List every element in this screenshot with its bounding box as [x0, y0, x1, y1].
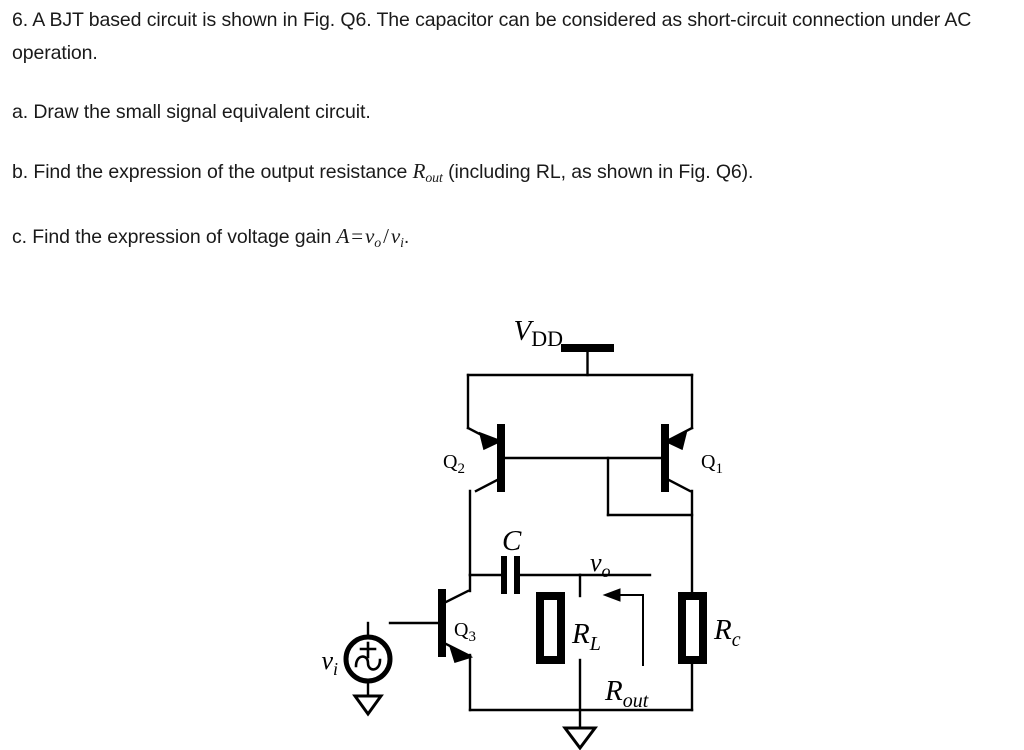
- part-b-text-after: (including RL, as shown in Fig. Q6).: [442, 161, 754, 183]
- part-c-vo-base: v: [365, 223, 375, 248]
- part-c-math-vo: vo: [365, 223, 382, 250]
- label-rout-base: R: [604, 675, 623, 707]
- label-q2-base: Q: [443, 451, 458, 473]
- label-rc-sub: c: [732, 629, 741, 651]
- label-rl-base: R: [571, 618, 590, 650]
- rout-annotation-arrow: [602, 588, 644, 666]
- circuit-diagram-figure: VDD Q2 Q1 Q3 C vo vi: [290, 288, 760, 750]
- transistor-q3: [388, 573, 474, 712]
- label-q1-base: Q: [701, 451, 716, 473]
- transistor-q2: [468, 424, 505, 577]
- label-q2: Q2: [443, 451, 465, 477]
- q1-collector-lead: [663, 476, 692, 493]
- label-vo-sub: o: [602, 561, 611, 581]
- label-vdd-sub: DD: [531, 326, 563, 351]
- part-c-math-A: A: [336, 223, 350, 248]
- label-rc: Rc: [713, 614, 741, 651]
- problem-part-b: b. Find the expression of the output res…: [12, 155, 1012, 194]
- part-c-vo-sub: o: [374, 234, 382, 250]
- label-rl-sub: L: [589, 633, 601, 655]
- label-q3-sub: 3: [468, 629, 476, 645]
- part-c-math-vi: vi: [390, 223, 404, 250]
- capacitor-c: [468, 556, 582, 594]
- label-rl: RL: [571, 618, 601, 655]
- circuit-svg: VDD Q2 Q1 Q3 C vo vi: [321, 315, 741, 750]
- label-vo-base: v: [590, 548, 602, 577]
- voltage-source-vi: [343, 621, 393, 717]
- q2-collector-lead: [474, 476, 503, 493]
- label-rc-base: R: [713, 614, 732, 646]
- label-vi: vi: [321, 646, 338, 679]
- current-mirror-base-connection: [499, 456, 694, 517]
- resistor-rc: [678, 592, 707, 712]
- label-vdd: VDD: [514, 315, 564, 351]
- label-q3: Q3: [454, 619, 476, 645]
- part-c-vi-base: v: [390, 223, 401, 248]
- label-q1: Q1: [701, 451, 723, 477]
- q3-collector-lead: [440, 589, 470, 606]
- label-capacitor-c: C: [502, 525, 522, 557]
- part-c-text-before: c. Find the expression of voltage gain: [12, 225, 337, 248]
- q2-emitter-arrow: [478, 431, 504, 451]
- problem-part-a: a. Draw the small signal equivalent circ…: [12, 101, 371, 123]
- bottom-ground-rail: [468, 708, 694, 730]
- part-b-text-before: b. Find the expression of the output res…: [12, 161, 413, 183]
- label-rout-sub: out: [623, 690, 649, 712]
- ground-main: [562, 726, 598, 750]
- problem-statement: 6. A BJT based circuit is shown in Fig. …: [12, 4, 1012, 259]
- rl-body: [536, 592, 565, 664]
- part-c-text-after: .: [403, 225, 410, 248]
- source-sine-glyph: [354, 655, 382, 671]
- label-q1-sub: 1: [715, 461, 723, 477]
- part-c-vi-sub: i: [400, 234, 404, 250]
- problem-intro-paragraph: 6. A BJT based circuit is shown in Fig. …: [12, 9, 972, 64]
- part-b-math-rout: Rout: [412, 159, 443, 185]
- part-b-math-sub: out: [425, 169, 443, 185]
- ground-main-triangle: [562, 726, 598, 750]
- label-vi-sub: i: [333, 659, 338, 679]
- label-vi-base: v: [321, 646, 333, 675]
- label-q3-base: Q: [454, 619, 469, 641]
- ground-source-triangle: [352, 694, 384, 717]
- rout-arrowhead: [602, 588, 621, 602]
- vo-node-wire: [578, 573, 652, 598]
- part-c-math-equals: =: [351, 223, 364, 248]
- q3-emitter-arrow: [448, 644, 474, 664]
- rc-body: [678, 592, 707, 664]
- part-b-math-r: R: [412, 159, 426, 183]
- label-q2-sub: 2: [457, 461, 465, 477]
- label-vo: vo: [590, 548, 611, 581]
- q1-emitter-arrow: [662, 431, 688, 451]
- part-c-math-slash: /: [383, 223, 389, 248]
- resistor-rl: [536, 592, 582, 712]
- label-rout: Rout: [604, 675, 649, 712]
- problem-part-c: c. Find the expression of voltage gain A…: [12, 220, 1012, 259]
- vdd-supply-rail: [561, 344, 614, 377]
- label-vdd-base: V: [514, 315, 535, 347]
